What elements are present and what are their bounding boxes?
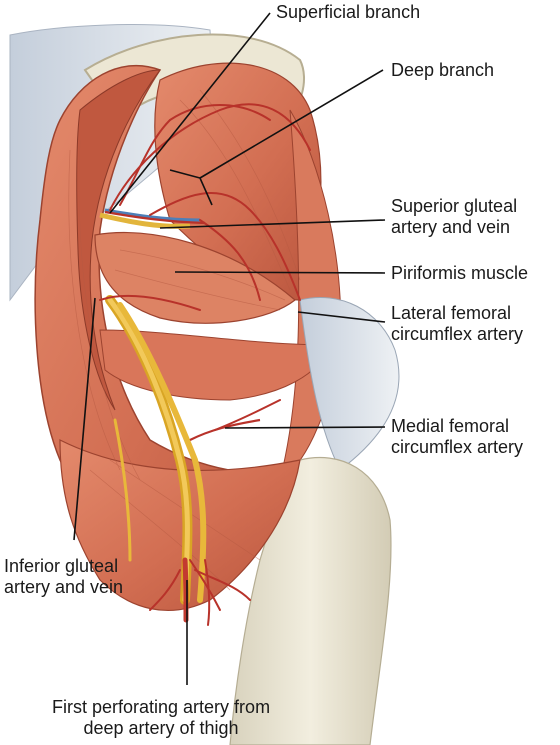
leader-deep-branch — [199, 69, 384, 179]
label-medial-femoral: Medial femoral circumflex artery — [391, 416, 524, 457]
label-deep-branch: Deep branch — [391, 60, 495, 80]
label-first-perforating: First perforating artery from deep arter… — [52, 697, 271, 738]
leader-superficial-branch — [109, 12, 271, 214]
label-piriformis: Piriformis muscle — [391, 263, 529, 283]
perforating-artery-trunk — [182, 557, 189, 623]
medial-circumflex-vessel — [189, 418, 261, 441]
gluteus-cut-edge — [76, 69, 162, 411]
leader-inferior-gluteal — [73, 297, 96, 541]
label-superficial-branch: Superficial branch — [276, 2, 421, 22]
label-lateral-femoral: Lateral femoral circumflex artery — [391, 303, 524, 344]
leader-piriformis — [174, 271, 386, 274]
sciatic-nerve — [105, 295, 207, 605]
leader-superior-gluteal — [159, 219, 386, 229]
piriformis-muscle — [94, 232, 296, 324]
leader-lateral-femoral — [297, 311, 386, 323]
label-superior-gluteal: Superior gluteal artery and vein — [391, 196, 518, 237]
superior-gluteal-vessels — [99, 208, 206, 229]
muscle-fibres — [68, 89, 301, 591]
greater-trochanter — [299, 296, 400, 471]
label-inferior-gluteal: Inferior gluteal artery and vein — [4, 556, 124, 597]
leader-deep-branch-fork — [169, 169, 213, 206]
leader-lines — [73, 12, 386, 685]
leader-medial-femoral — [224, 426, 386, 429]
hamstring-muscles — [59, 439, 301, 611]
